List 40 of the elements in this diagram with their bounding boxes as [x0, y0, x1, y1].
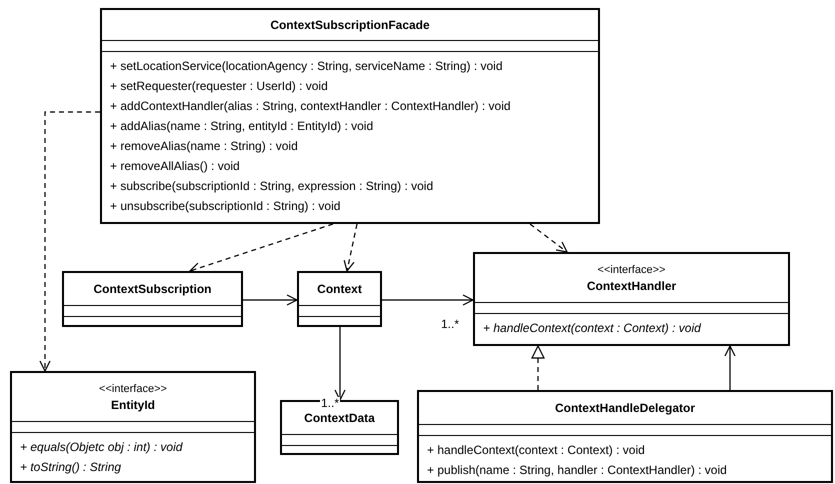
- method-signature: + addContextHandler(alias : String, contextHandler : ContextHandler) : void: [110, 98, 511, 115]
- method-signature: + toString() : String: [20, 459, 122, 476]
- association-arrow: [243, 294, 298, 306]
- interface-box: [10, 371, 256, 483]
- class-box: [280, 400, 399, 455]
- class-name: Context: [317, 281, 362, 297]
- realization-arrow: [531, 345, 545, 390]
- method-signature: + addAlias(name : String, entityId : EntityId) : void: [110, 118, 374, 135]
- interface-box: [473, 252, 790, 346]
- method-signature: + setRequester(requester : UserId) : void: [110, 78, 328, 95]
- association-arrow: [724, 345, 736, 390]
- method-signature: + setLocationService(locationAgency : String, serviceName : String) : void: [110, 58, 503, 75]
- class-name: EntityId: [111, 396, 155, 412]
- stereotype-label: <<interface>>: [598, 262, 666, 278]
- dependency-arrow: [344, 224, 358, 272]
- class-box: [100, 8, 600, 224]
- method-signature: + removeAlias(name : String) : void: [110, 138, 298, 155]
- method-signature: + removeAllAlias() : void: [110, 158, 240, 175]
- method-signature: + handleContext(context : Context) : void: [427, 442, 645, 459]
- multiplicity-label: 1..*: [320, 397, 340, 410]
- class-name: ContextHandler: [586, 278, 676, 294]
- class-name: ContextSubscription: [93, 281, 212, 297]
- class-name: ContextSubscriptionFacade: [270, 17, 430, 33]
- class-box: [417, 390, 833, 483]
- association-arrow: [382, 294, 474, 306]
- stereotype-label: <<interface>>: [99, 382, 167, 396]
- class-box: [62, 271, 243, 327]
- dependency-arrow: [189, 223, 334, 274]
- class-name: ContextData: [304, 410, 375, 426]
- method-signature: + handleContext(context : Context) : void: [483, 320, 701, 337]
- class-box: [297, 271, 382, 327]
- method-signature: + equals(Objetc obj : int) : void: [20, 439, 182, 456]
- multiplicity-label: 1..*: [440, 318, 460, 331]
- method-signature: + publish(name : String, handler : ContextHandler) : void: [427, 462, 727, 479]
- method-signature: + subscribe(subscriptionId : String, expression : String) : void: [110, 178, 434, 195]
- dependency-arrow: [39, 111, 100, 372]
- association-arrow: [334, 327, 346, 401]
- class-name: ContextHandleDelegator: [554, 400, 696, 416]
- method-signature: + unsubscribe(subscriptionId : String) : void: [110, 198, 340, 215]
- dependency-arrow: [530, 224, 568, 253]
